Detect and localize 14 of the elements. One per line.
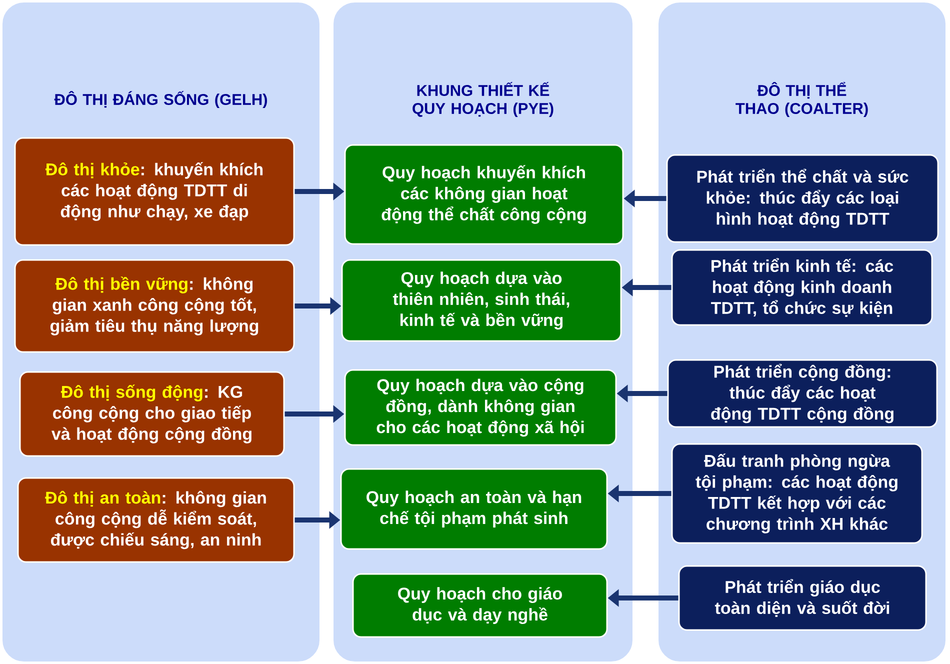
text-box: Quy hoạch dựa vào thiên nhiên, sinh thái, kinh tế và bền vững (341, 259, 622, 342)
text-box: Đô thị khỏe: khuyến khích các hoạt động TDTT di động như chạy, xe đạp (14, 137, 295, 246)
text-box: Phát triển giáo dục toàn diện và suốt đời (678, 565, 927, 631)
text-box: Quy hoạch an toàn và hạn chế tội phạm phát sinh (340, 468, 608, 550)
text-box: Quy hoạch cho giáo dục và dạy nghề (352, 573, 608, 638)
text-box: Quy hoạch khuyến khích các không gian hoạt động thể chất công cộng (344, 144, 624, 245)
text-box: Đô thị an toàn: không gian công cộng dễ kiểm soát, được chiếu sáng, an ninh (17, 477, 295, 563)
text-box: Đấu tranh phòng ngừa tội phạm: các hoạt động TDTT kết hợp với các chương trình XH khác (671, 443, 923, 544)
text-box: Quy hoạch dựa vào cộng đồng, dành không gian cho các hoạt động xã hội (344, 369, 617, 446)
text-box: Phát triển kinh tế: các hoạt động kinh doanh TDTT, tổ chức sự kiện (671, 249, 933, 326)
text-box: Đô thị sống động : KG công cộng cho giao tiếp và hoạt động cộng đồng (19, 371, 285, 457)
text-box: Phát triển thể chất và sức khỏe: thúc đẩy các loại hình hoạt động TDTT (666, 154, 939, 243)
text-box: Phát triển cộng đồng: thúc đẩy các hoạt động TDTT cộng đồng (667, 359, 938, 428)
text-box: Đô thị bền vững : không gian xanh công cộng tốt, giảm tiêu thụ năng lượng (14, 259, 295, 353)
